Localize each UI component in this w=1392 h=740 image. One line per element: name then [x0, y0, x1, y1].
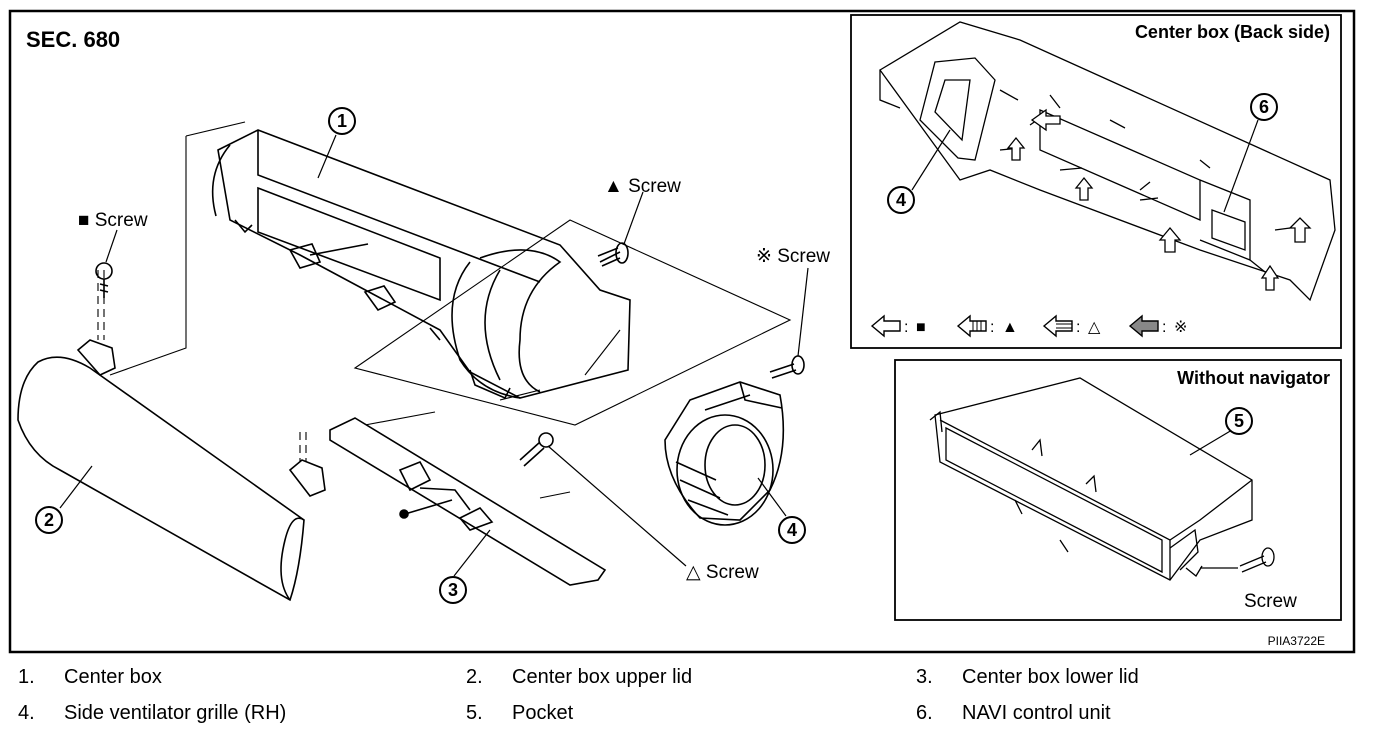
legend-item-2: 2. Center box upper lid	[466, 666, 692, 689]
legend-text: Center box	[64, 666, 162, 688]
callout-screw-square: ■ Screw	[78, 210, 148, 231]
parts-legend: 1. Center box 2. Center box upper lid 3. Ce…	[0, 650, 1392, 740]
section-label: SEC. 680	[26, 27, 120, 52]
callout-1-text: 1	[337, 111, 347, 131]
legend-hatched-arrow: : ※	[1128, 314, 1187, 338]
legend-num: 3.	[916, 666, 933, 688]
callout-screw-triangle-filled: ▲ Screw	[604, 176, 681, 197]
callout-6-marker: 6	[1250, 93, 1278, 121]
legend-item-4: 4. Side ventilator grille (RH)	[18, 702, 286, 725]
callout-screw-triangle-open: △ Screw	[686, 562, 759, 583]
legend-symbol-reference: ※	[1174, 319, 1187, 336]
callout-3-text: 3	[448, 580, 458, 600]
legend-text: Pocket	[512, 702, 574, 724]
inset-back-side-title: Center box (Back side)	[1135, 22, 1330, 42]
center-box-part	[211, 129, 631, 400]
legend-symbol-triangle-filled-colon: :	[990, 319, 994, 336]
screw-square-part	[95, 262, 113, 298]
legend-symbol-square-value: ■	[916, 319, 926, 336]
callout-4-text: 4	[787, 520, 797, 540]
legend-text: NAVI control unit	[962, 702, 1111, 724]
legend-num: 4.	[18, 702, 35, 724]
ventilator-grille-part	[664, 381, 785, 526]
leader-lines	[59, 134, 809, 577]
callout-6-text: 6	[1259, 97, 1269, 117]
callout-4-inset-marker: 4	[887, 186, 915, 214]
upper-lid-part	[17, 339, 326, 602]
callout-2-text: 2	[44, 510, 54, 530]
assembly-lines	[97, 121, 792, 499]
legend-num: 5.	[466, 702, 483, 724]
legend-num: 2.	[466, 666, 483, 688]
legend-symbol-triangle-filled: ▲	[1002, 319, 1018, 336]
callout-1-marker: 1	[328, 107, 356, 135]
legend-striped-arrow: : ▲	[956, 314, 1018, 338]
callout-3-marker: 3	[439, 576, 467, 604]
callout-2-marker: 2	[35, 506, 63, 534]
legend-item-6: 6. NAVI control unit	[916, 702, 1111, 725]
main-view	[17, 121, 809, 602]
legend-num: 6.	[916, 702, 933, 724]
legend-text: Center box upper lid	[512, 666, 693, 688]
callout-4-marker: 4	[778, 516, 806, 544]
diagram-frame	[8, 9, 1356, 654]
callout-5-marker: 5	[1225, 407, 1253, 435]
legend-symbol-triangle-open: △	[1088, 319, 1101, 336]
legend-symbol-reference-colon: :	[1162, 319, 1166, 336]
main-callouts: ■ Screw ▲ Screw ※ Screw △ Screw 1 2 3 4	[35, 107, 830, 604]
screw-triangle-open-part	[519, 432, 554, 467]
inset-without-navigator: Without navigator 5 Screw	[894, 359, 1342, 621]
symbol-legend: : ■ : ▲ : △ : ※	[870, 314, 1187, 338]
inset-back-side: Center box (Back side) 6	[850, 14, 1342, 349]
legend-text: Side ventilator grille (RH)	[64, 702, 287, 724]
legend-symbol-triangle-open-colon: :	[1076, 319, 1080, 336]
screw-plain-part	[1239, 547, 1275, 573]
lower-lid-part	[329, 417, 607, 586]
legend-text: Center box lower lid	[962, 666, 1139, 688]
legend-num: 1.	[18, 666, 35, 688]
legend-item-5: 5. Pocket	[466, 702, 573, 725]
screw-reference-part	[769, 355, 805, 379]
legend-item-1: 1. Center box	[18, 666, 162, 689]
callout-screw-plain: Screw	[1244, 591, 1297, 612]
inset-arrows	[1006, 108, 1312, 291]
legend-outline-arrow: : ■	[870, 314, 926, 338]
image-code: PIIA3722E	[1268, 634, 1325, 648]
legend-lined-arrow: : △	[1042, 314, 1101, 338]
legend-symbol-square: :	[904, 319, 908, 336]
callout-screw-reference: ※ Screw	[756, 246, 830, 267]
callout-5-text: 5	[1234, 411, 1244, 431]
legend-item-3: 3. Center box lower lid	[916, 666, 1139, 689]
inset-without-nav-title: Without navigator	[1177, 368, 1330, 388]
screw-triangle-filled-part	[597, 242, 629, 267]
callout-4-inset-text: 4	[896, 190, 906, 210]
